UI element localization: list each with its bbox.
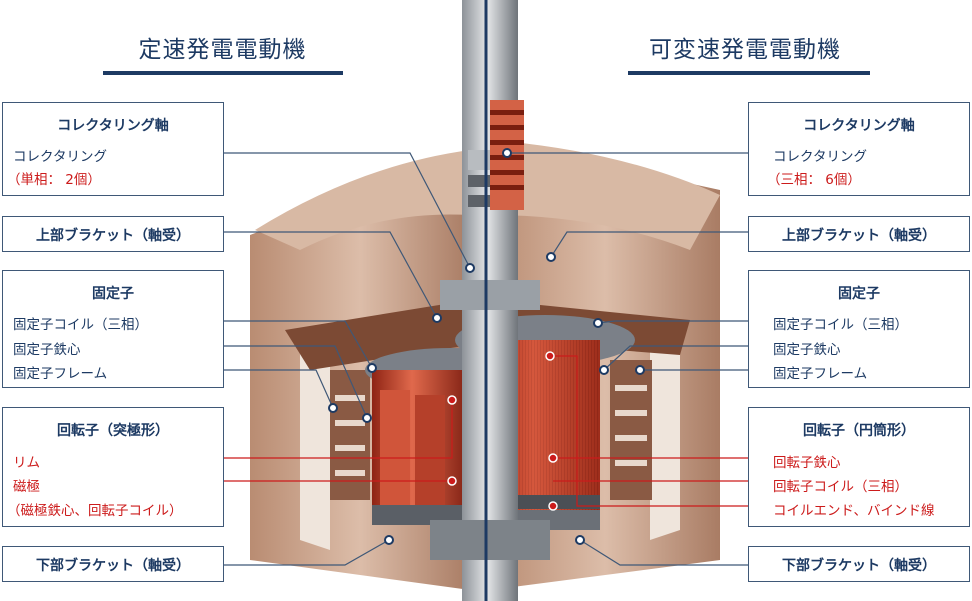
stator-fins-left [330,370,370,500]
right-stator-box: 固定子 固定子コイル（三相） 固定子鉄心 固定子フレーム [748,270,970,388]
right-stator-coil: 固定子コイル（三相） [773,317,908,333]
stator-fins-right [610,360,652,500]
left-rotor-rim: リム [13,455,40,471]
left-heading-underline [103,71,343,75]
left-stator-title: 固定子 [92,286,134,302]
right-upper-bracket-box: 上部ブラケット（軸受） [748,216,970,252]
right-heading-underline [628,71,870,75]
right-lower-bracket-title: 下部ブラケット（軸受） [782,558,936,574]
right-stator-title: 固定子 [838,286,880,302]
left-lower-bracket-box: 下部ブラケット（軸受） [2,546,224,582]
left-rotor-pole-note: （磁極鉄心、回転子コイル） [7,503,183,519]
left-collector-note: （単相： 2個） [7,172,101,188]
left-stator-core: 固定子鉄心 [13,342,81,358]
rotor-left [365,348,535,525]
right-rotor-box: 回転子（円筒形） 回転子鉄心 回転子コイル（三相） コイルエンド、バインド線 [748,407,970,527]
right-rotor-core: 回転子鉄心 [773,455,841,471]
left-collector-title: コレクタリング軸 [57,118,169,134]
right-collector-box: コレクタリング軸 コレクタリング （三相： 6個） [748,102,970,196]
left-stator-frame: 固定子フレーム [13,366,108,382]
right-collector-title: コレクタリング軸 [803,118,915,134]
right-upper-bracket-title: 上部ブラケット（軸受） [782,228,936,244]
right-stator-frame: 固定子フレーム [773,366,868,382]
right-collector-label: コレクタリング [773,149,867,165]
left-collector-box: コレクタリング軸 コレクタリング （単相： 2個） [2,102,224,196]
right-collector-note: （三相： 6個） [767,172,861,188]
leader-dots [328,148,645,545]
shaft [430,0,550,601]
left-upper-bracket-box: 上部ブラケット（軸受） [2,216,224,252]
left-collector-label: コレクタリング [13,149,107,165]
right-rotor-end: コイルエンド、バインド線 [773,503,935,519]
leader-lines-right [507,152,765,566]
left-rotor-title: 回転子（突極形） [57,423,169,439]
left-heading: 定速発電電動機 [138,37,307,63]
right-rotor-title: 回転子（円筒形） [803,423,915,439]
left-rotor-pole: 磁極 [13,479,40,495]
right-heading: 可変速発電電動機 [649,37,841,63]
left-stator-box: 固定子 固定子コイル（三相） 固定子鉄心 固定子フレーム [2,270,224,388]
left-lower-bracket-title: 下部ブラケット（軸受） [36,558,190,574]
right-rotor-coil: 回転子コイル（三相） [773,479,908,495]
right-lower-bracket-box: 下部ブラケット（軸受） [748,546,970,582]
left-upper-bracket-title: 上部ブラケット（軸受） [36,228,190,244]
left-rotor-box: 回転子（突極形） リム 磁極 （磁極鉄心、回転子コイル） [2,407,224,527]
left-stator-coil: 固定子コイル（三相） [13,317,148,333]
right-stator-core: 固定子鉄心 [773,342,841,358]
